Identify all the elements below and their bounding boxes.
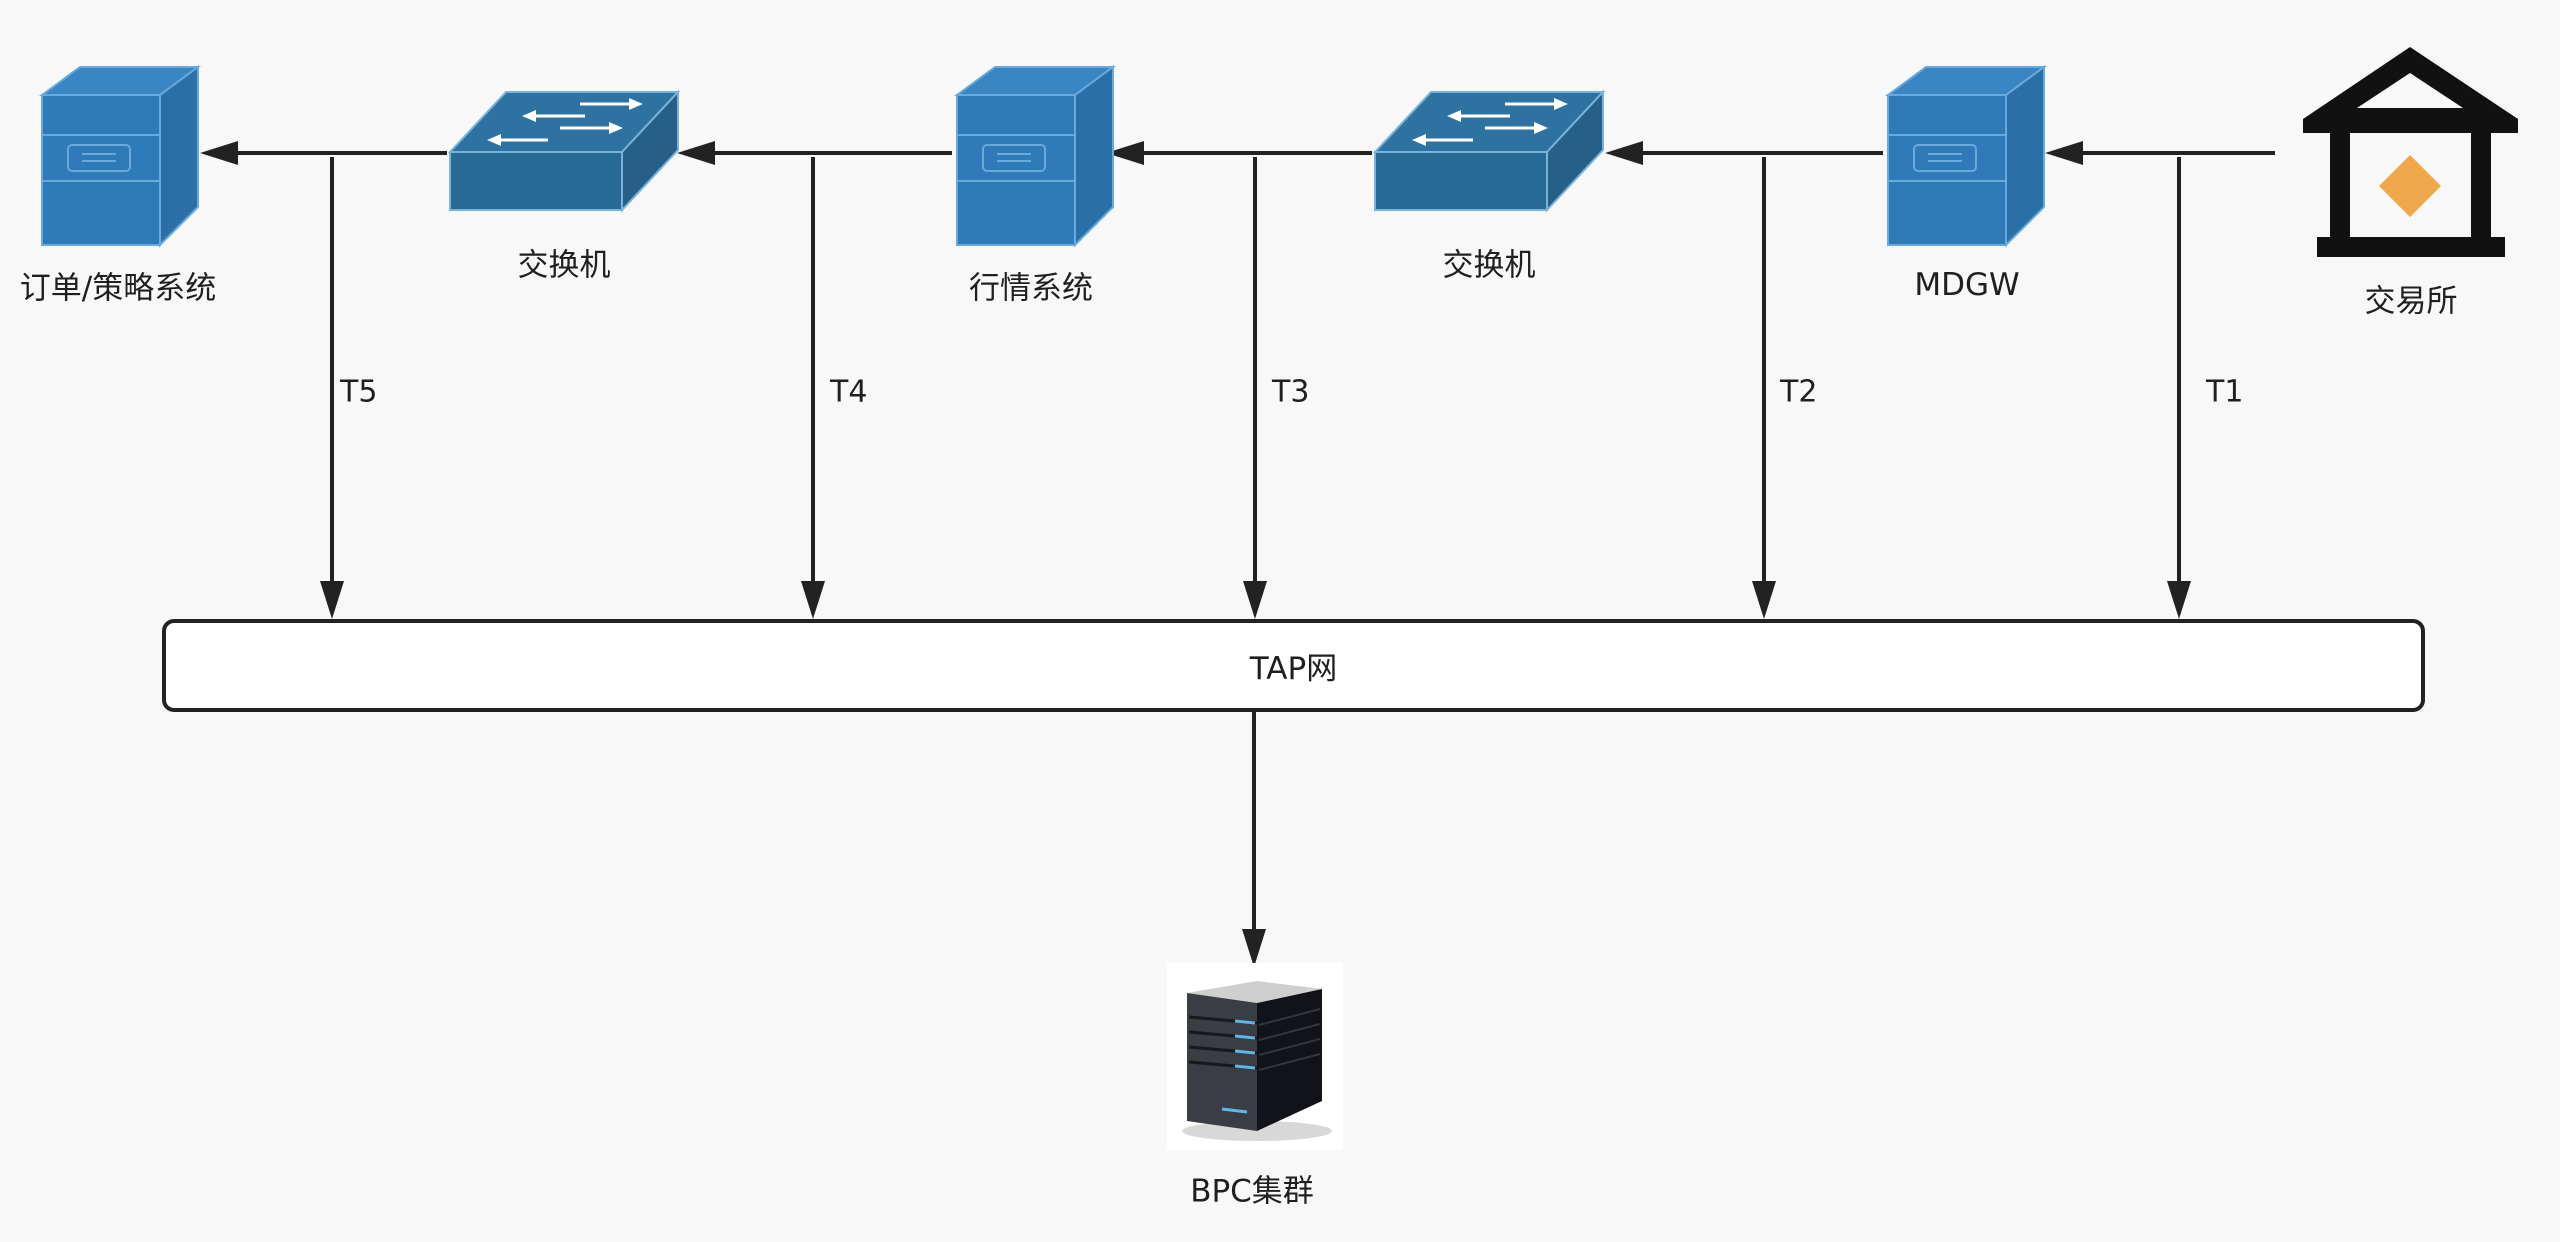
node-label-mdgw: MDGW [1914,267,2020,303]
arrowhead-icon [801,581,825,619]
tap-label-t1: T1 [2206,374,2244,410]
tap-label-t2: T2 [1780,374,1818,410]
tap-label-t4: T4 [830,374,868,410]
tap-edge-t4 [801,157,825,619]
tap-network-box[interactable]: TAP网 [162,619,2425,712]
arrowhead-icon [1106,141,1144,165]
exchange-building-icon [2303,47,2518,257]
diamond-icon [2379,155,2441,217]
edge-switch-1-to-market-system [1106,141,1372,165]
node-label-order-system: 订单/策略系统 [19,270,217,307]
edge-switch-2-to-order-system [200,141,447,165]
tap-edge-t3 [1243,157,1267,619]
bpc-server-graphic [1182,981,1332,1141]
icons [38,47,2518,257]
edge-exchange-to-mdgw [2045,141,2275,165]
switch-1-icon [1372,89,1606,213]
tap-edge-t5 [320,157,344,619]
edge-mdgw-to-switch-1 [1605,141,1883,165]
switch-2-icon [447,89,681,213]
bpc-cluster-background [1167,963,1343,1150]
edge-tap-to-bpc [1242,712,1266,967]
tap-edge-t1 [2167,157,2191,619]
edge-market-system-to-switch-2 [677,141,952,165]
node-label-switch-2: 交换机 [517,247,611,284]
node-label-exchange: 交易所 [2364,283,2458,320]
tap-network-label: TAP网 [1249,651,1338,687]
tap-label-t3: T3 [1272,374,1310,410]
arrowhead-icon [320,581,344,619]
order-system-server-icon [38,65,202,248]
edges [200,141,2275,967]
tap-edge-t2 [1752,157,1776,619]
arrowhead-icon [1242,929,1266,967]
arrowhead-icon [200,141,238,165]
node-label-bpc-cluster: BPC集群 [1190,1173,1314,1210]
arrowhead-icon [2167,581,2191,619]
bpc-cluster-server-icon [1182,981,1332,1141]
tap-label-t5: T5 [340,374,378,410]
arrowhead-icon [2045,141,2083,165]
arrowhead-icon [1605,141,1643,165]
arrowhead-icon [677,141,715,165]
node-label-switch-1: 交换机 [1442,247,1536,284]
arrowhead-icon [1243,581,1267,619]
mdgw-server-icon [1884,65,2048,248]
node-label-market-system: 行情系统 [969,270,1093,307]
market-system-server-icon [953,65,1117,248]
arrowhead-icon [1752,581,1776,619]
